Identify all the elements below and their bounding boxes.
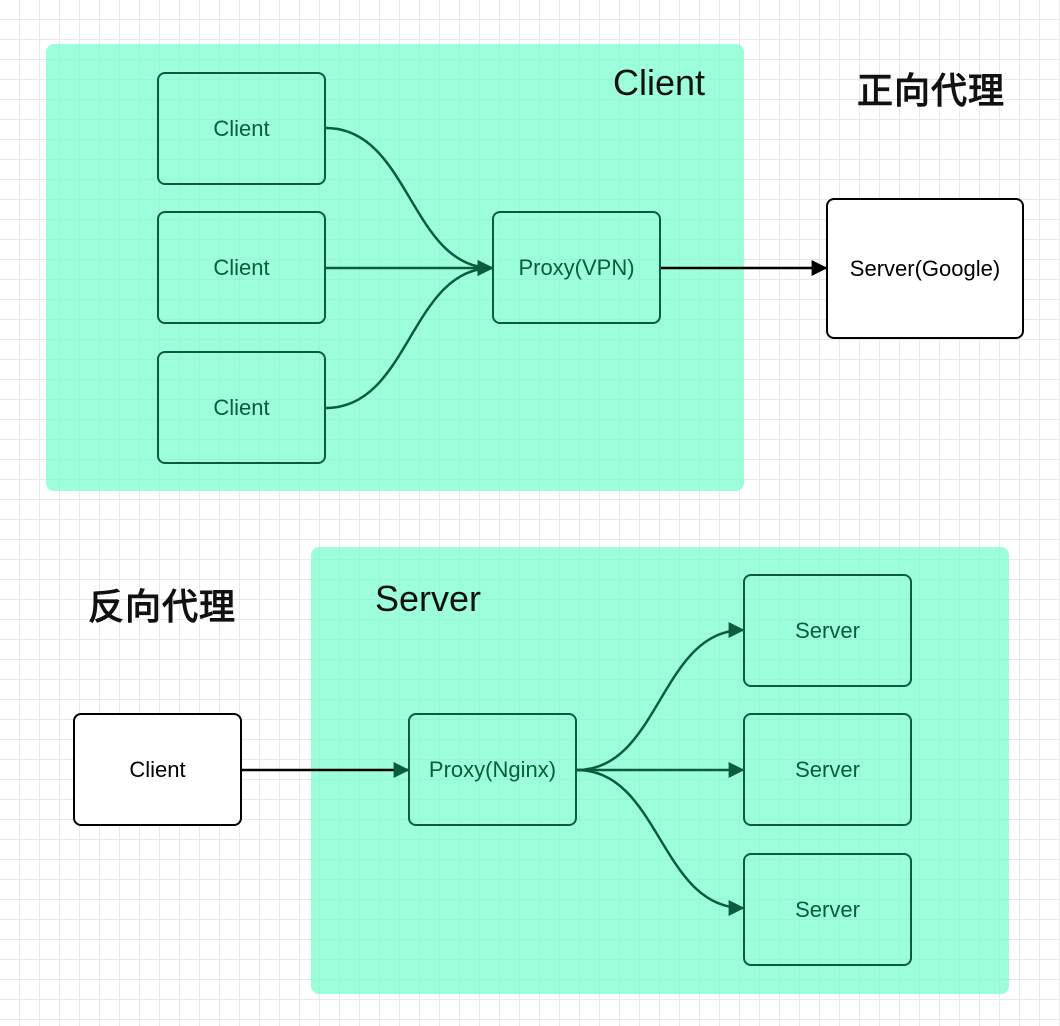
reverse-proxy-heading: 反向代理 [88, 587, 237, 628]
reverse-client-node[interactable]: Client [73, 713, 242, 826]
forward-proxy-heading: 正向代理 [857, 71, 1006, 112]
edge-nginx-to-server3 [576, 768, 745, 916]
forward-group-title: Client [613, 62, 706, 103]
edge-nginx-to-server1 [576, 622, 745, 772]
edge-client1-to-proxy [325, 126, 494, 276]
forward-client-node-2[interactable]: Client [157, 211, 326, 324]
forward-client-node-3[interactable]: Client [157, 351, 326, 464]
edge-client3-to-proxy [325, 260, 494, 410]
forward-client-node-1[interactable]: Client [157, 72, 326, 185]
reverse-group-title: Server [375, 578, 482, 619]
reverse-proxy-nginx-node[interactable]: Proxy(Nginx) [408, 713, 577, 826]
